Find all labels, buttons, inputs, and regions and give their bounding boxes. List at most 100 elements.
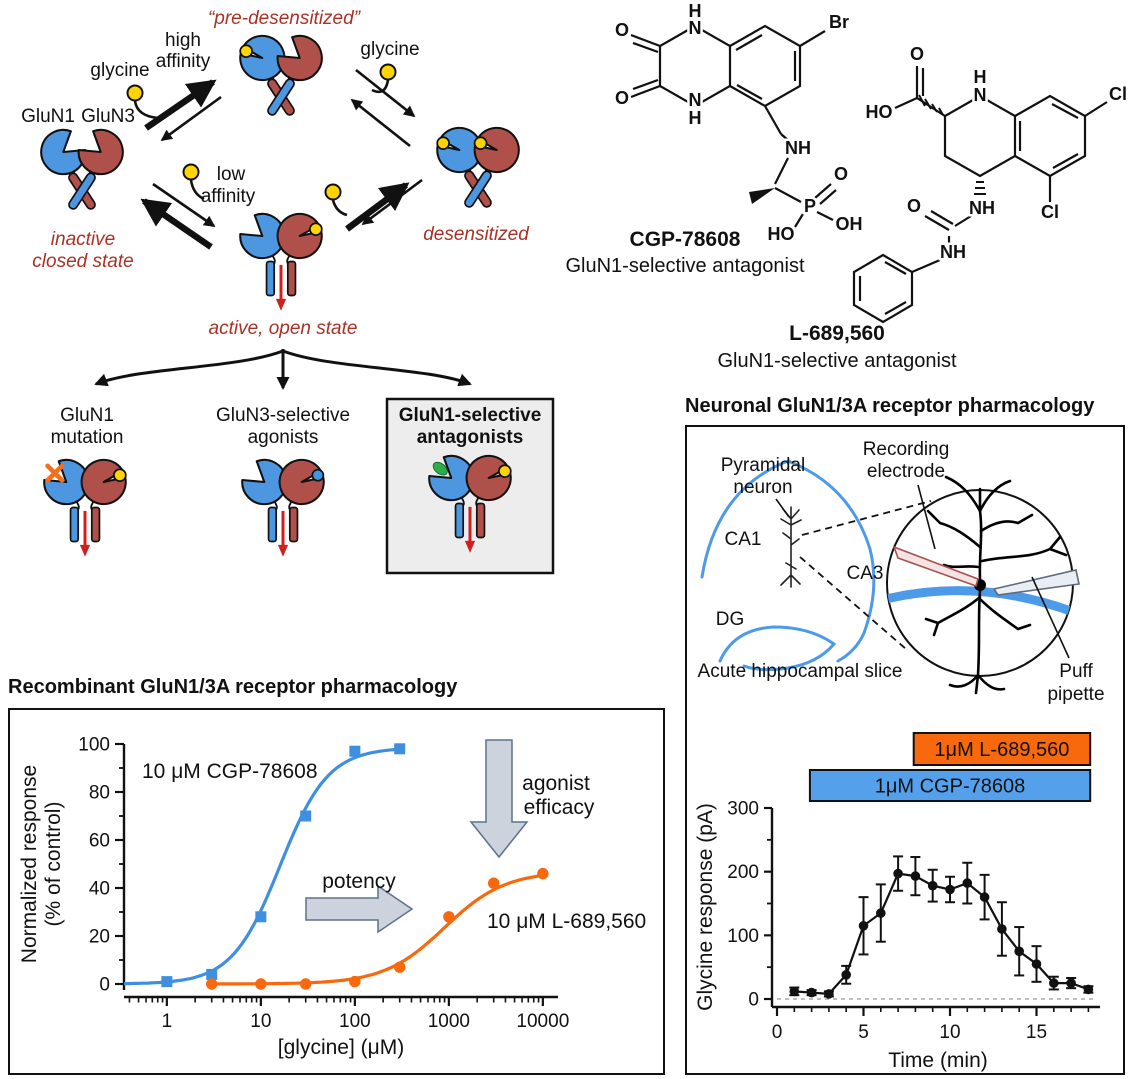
dose-curve-1 (211, 873, 544, 986)
recombinant-panel-title: Recombinant GluN1/3A receptor pharmacolo… (8, 676, 458, 698)
hippocampus-outline (700, 459, 876, 672)
branch-label-mutation: GluN1 (60, 405, 114, 426)
svg-text:O: O (910, 44, 924, 64)
l689-curve-label: 10 μM L-689,560 (487, 910, 646, 933)
l-689560-structure (852, 66, 1108, 324)
svg-text:O: O (615, 20, 629, 40)
state-label-inactive: inactive (51, 229, 115, 250)
drug-bar-1 (808, 769, 1092, 802)
svg-text:100: 100 (78, 735, 110, 756)
branch-label-antagonists: GluN1-selective (399, 405, 542, 426)
potency-label: potency (322, 870, 396, 893)
svg-text:NH: NH (940, 242, 966, 262)
receptor-desensitized (436, 126, 520, 208)
time-line (794, 872, 1089, 996)
glycine-label: glycine (90, 60, 149, 81)
svg-text:20: 20 (89, 927, 110, 948)
receptor-active-open (239, 212, 323, 311)
svg-text:100: 100 (727, 926, 759, 947)
high-affinity-label: high (165, 30, 201, 51)
svg-text:5: 5 (858, 1022, 869, 1043)
receptor-inactive (40, 128, 124, 210)
dose-ylabel: Normalized response (18, 765, 41, 963)
svg-text:10: 10 (250, 1011, 271, 1032)
hippocampal-slice-diagram: Pyramidal neuron Recording electrode CA1… (698, 439, 1105, 705)
svg-text:Cl: Cl (1041, 202, 1059, 222)
low-affinity-label: low (217, 164, 246, 185)
svg-text:OH: OH (836, 214, 863, 234)
branch-label-antagonists: antagonists (417, 427, 524, 448)
high-affinity-label: affinity (156, 51, 211, 72)
state-label-active: active, open state (209, 318, 358, 339)
svg-text:10: 10 (939, 1022, 960, 1043)
l-689560-role: GluN1-selective antagonist (717, 350, 956, 372)
branch-label-mutation: mutation (51, 427, 124, 448)
dose-ylabel: (% of control) (42, 802, 65, 927)
svg-text:0: 0 (772, 1022, 783, 1043)
recording-electrode-label: electrode (867, 461, 945, 482)
receptor-state-diagram: “pre-desensitized” high affinity glycine… (21, 8, 555, 575)
branch-label-agonists: agonists (248, 427, 319, 448)
acute-slice-label: Acute hippocampal slice (698, 661, 903, 682)
svg-text:HO: HO (866, 102, 893, 122)
svg-text:H: H (689, 1, 702, 21)
dose-points-1 (206, 867, 549, 990)
state-label-pre-desensitized: “pre-desensitized” (208, 8, 362, 29)
svg-text:200: 200 (727, 862, 759, 883)
svg-text:100: 100 (339, 1011, 371, 1032)
branch-label-agonists: GluN3-selective (216, 405, 350, 426)
svg-text:H: H (689, 108, 702, 128)
svg-text:Cl: Cl (1109, 84, 1127, 104)
cgp-78608-structure (630, 24, 837, 228)
glycine-dot (126, 84, 144, 102)
glycine-dot (239, 44, 253, 58)
magnification-dashed-lines (799, 500, 932, 650)
potency-arrow (305, 884, 414, 934)
time-xlabel: Time (min) (888, 1049, 988, 1072)
low-affinity-label: affinity (201, 186, 256, 207)
svg-text:NH: NH (969, 198, 995, 218)
drug-bar-label-1: 1μM CGP-78608 (875, 776, 1025, 798)
svg-text:NH: NH (785, 138, 811, 158)
pyramidal-neuron-label: neuron (733, 477, 792, 498)
svg-text:N: N (689, 18, 702, 38)
state-label-inactive: closed state (32, 251, 133, 272)
time-axes (770, 808, 1100, 1009)
svg-text:Br: Br (829, 12, 849, 32)
state-transition-arrows (140, 68, 423, 250)
receptor-cartoons (40, 34, 520, 557)
glycine-dot (498, 464, 512, 478)
cgp-78608-atoms: O O H N N H Br NH P O HO OH (612, 0, 865, 247)
time-points (789, 868, 1094, 999)
svg-text:HO: HO (768, 224, 795, 244)
svg-text:P: P (804, 196, 816, 216)
dg-label: DG (716, 609, 745, 630)
dose-curve-0 (124, 747, 400, 986)
cgp-curve-label: 10 μM CGP-78608 (142, 760, 318, 783)
receptor-glun1-mutation (43, 458, 127, 557)
svg-text:O: O (907, 196, 921, 216)
receptor-glun1-antagonist (428, 454, 512, 553)
state-label-desensitized: desensitized (423, 224, 530, 245)
svg-text:O: O (834, 164, 848, 184)
dose-xlabel: [glycine] (μM) (278, 1036, 404, 1059)
antagonist-molecule (432, 461, 448, 476)
svg-text:1000: 1000 (428, 1011, 470, 1032)
svg-text:1: 1 (162, 1011, 173, 1032)
drug-bar-label-0: 1μM L-689,560 (934, 739, 1069, 761)
glycine-dot (113, 468, 127, 482)
small-pyramidal-neuron-sketch (780, 506, 802, 588)
svg-text:O: O (615, 88, 629, 108)
agonist-efficacy-label: efficacy (524, 796, 595, 819)
glycine-dot (182, 163, 200, 181)
glycine-molecules (126, 63, 397, 217)
glun3-subunit-label: GluN3 (81, 106, 135, 127)
svg-text:300: 300 (727, 799, 759, 820)
pointer-lines (775, 484, 1070, 659)
svg-text:60: 60 (89, 831, 110, 852)
glycine-dot (473, 136, 488, 150)
recording-electrode-shape (892, 545, 979, 588)
svg-text:40: 40 (89, 879, 110, 900)
